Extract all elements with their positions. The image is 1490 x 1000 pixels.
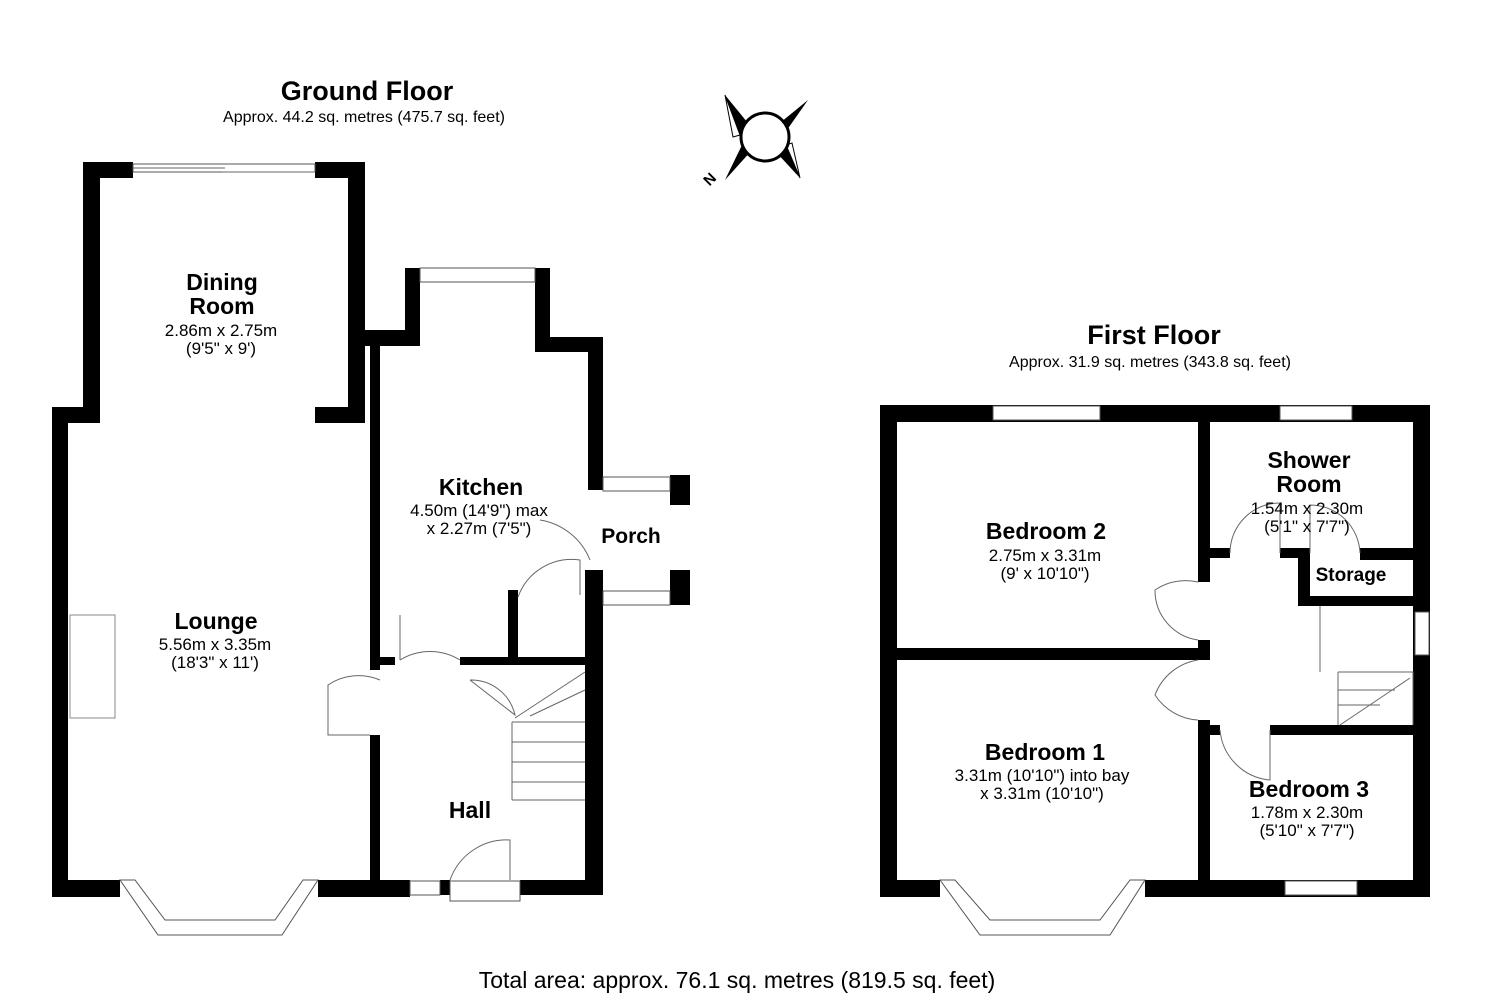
- total-area: Total area: approx. 76.1 sq. metres (819…: [478, 967, 996, 993]
- lounge-dim-imperial: (18'3" x 11'): [171, 652, 259, 672]
- lounge-dims: 5.56m x 3.35m (18'3" x 11'): [159, 636, 271, 672]
- dining-room-label: Dining Room: [186, 270, 258, 318]
- bedroom-2-dim-metric: 2.75m x 3.31m: [988, 546, 1102, 565]
- bedroom-1-label: Bedroom 1: [984, 739, 1106, 765]
- shower-room-name-2: Room: [1276, 471, 1342, 498]
- hall-label: Hall: [448, 797, 492, 823]
- ground-floor-walls: [52, 162, 690, 897]
- ground-floor-doors: [327, 519, 591, 881]
- lounge-label: Lounge: [174, 608, 258, 634]
- shower-room-dims: 1.54m x 2.30m (5'1" x 7'7"): [1251, 500, 1363, 536]
- bedroom-2-dims: 2.75m x 3.31m (9' x 10'10"): [989, 547, 1101, 583]
- lounge-dim-metric: 5.56m x 3.35m: [158, 635, 272, 654]
- hall-stairs: [511, 671, 586, 801]
- kitchen-label: Kitchen: [438, 474, 524, 500]
- bedroom-3-dim-metric: 1.78m x 2.30m: [1250, 803, 1364, 822]
- shower-room-dim-metric: 1.54m x 2.30m: [1250, 499, 1364, 518]
- bedroom-3-dim-imperial: (5'10" x 7'7"): [1259, 820, 1355, 840]
- dining-room-dim-imperial: (9'5" x 9'): [185, 338, 257, 358]
- porch-label: Porch: [601, 525, 661, 548]
- bedroom-2-dim-imperial: (9' x 10'10"): [1000, 563, 1090, 583]
- dining-room-dim-metric: 2.86m x 2.75m: [164, 321, 278, 340]
- shower-room-label: Shower Room: [1267, 448, 1350, 496]
- dining-room-dims: 2.86m x 2.75m (9'5" x 9'): [165, 322, 277, 358]
- bedroom-2-label: Bedroom 2: [985, 518, 1107, 544]
- bedroom-3-label: Bedroom 3: [1248, 776, 1370, 802]
- shower-room-name-1: Shower: [1267, 447, 1351, 473]
- first-floor-title: First Floor: [1087, 320, 1221, 350]
- bedroom-3-dims: 1.78m x 2.30m (5'10" x 7'7"): [1251, 804, 1363, 840]
- bedroom-1-dims: 3.31m (10'10") into bay x 3.31m (10'10"): [955, 767, 1130, 803]
- first-floor-windows: [939, 405, 1430, 936]
- bedroom-1-dim-2: x 3.31m (10'10"): [980, 783, 1104, 803]
- compass-icon: [724, 94, 808, 180]
- kitchen-dim-2: x 2.27m (7'5"): [426, 518, 532, 538]
- ground-floor-area: Approx. 44.2 sq. metres (475.7 sq. feet): [223, 109, 505, 126]
- first-floor-doors: [1154, 502, 1414, 781]
- ground-floor-windows: [119, 163, 671, 936]
- kitchen-dims: 4.50m (14'9") max x 2.27m (7'5"): [410, 502, 548, 538]
- bedroom-1-dim-1: 3.31m (10'10") into bay: [954, 766, 1130, 785]
- ground-floor-title: Ground Floor: [280, 76, 454, 106]
- dining-room-name-1: Dining: [186, 269, 258, 295]
- dining-room-name-2: Room: [189, 293, 255, 320]
- kitchen-dim-1: 4.50m (14'9") max: [410, 501, 548, 520]
- shower-room-dim-imperial: (5'1" x 7'7"): [1264, 516, 1350, 536]
- first-floor-area: Approx. 31.9 sq. metres (343.8 sq. feet): [1009, 354, 1291, 371]
- storage-label: Storage: [1315, 565, 1387, 586]
